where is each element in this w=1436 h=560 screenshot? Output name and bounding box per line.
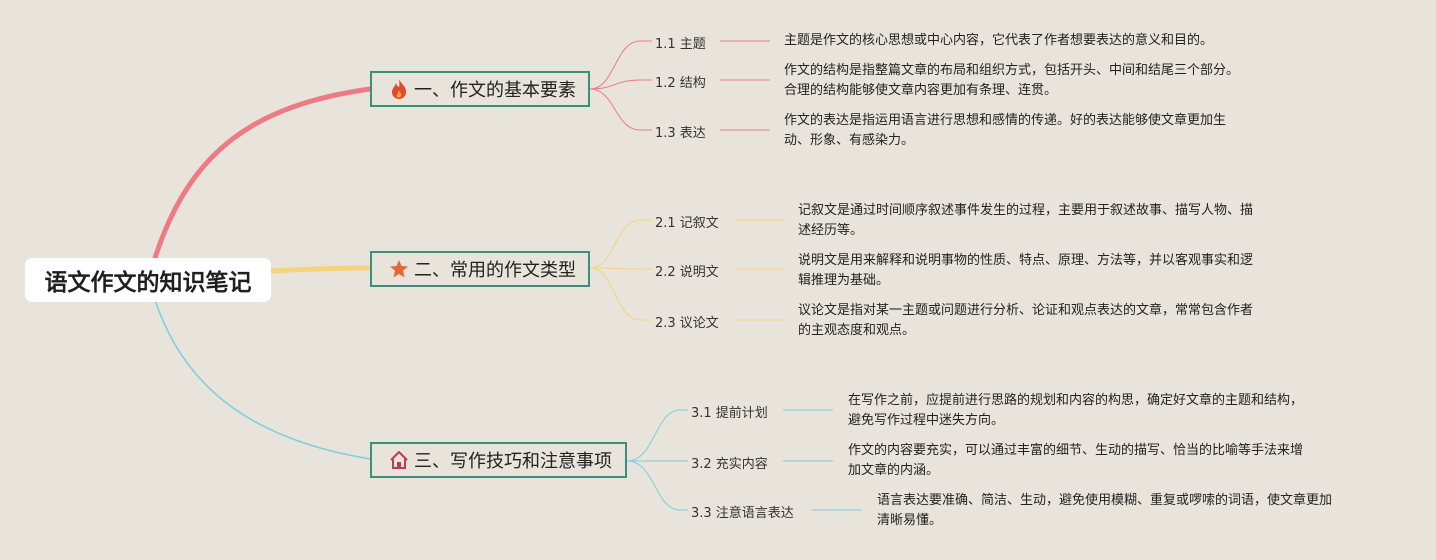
subtopic-structure[interactable]: 1.2 结构 bbox=[655, 76, 706, 91]
branch-label: 一、作文的基本要素 bbox=[414, 80, 576, 101]
description-line: 的主观态度和观点。 bbox=[798, 323, 916, 338]
subtopic-content[interactable]: 3.2 充实内容 bbox=[691, 457, 768, 472]
branch-1-to-sub-1-line bbox=[589, 40, 652, 90]
subtopic-theme[interactable]: 1.1 主题 bbox=[655, 37, 706, 52]
description-line: 记叙文是通过时间顺序叙述事件发生的过程，主要用于叙述故事、描写人物、描 bbox=[798, 203, 1254, 218]
description-line: 主题是作文的核心思想或中心内容，它代表了作者想要表达的意义和目的。 bbox=[784, 33, 1214, 48]
branch-2-to-sub-1-line bbox=[589, 219, 652, 269]
branch-2-to-sub-2-line bbox=[589, 267, 652, 270]
house-icon bbox=[388, 449, 410, 471]
description-language: 语言表达要准确、简洁、生动，避免使用模糊、重复或啰嗦的词语，使文章更加 清晰易懂… bbox=[877, 491, 1332, 531]
description-line: 加文章的内涵。 bbox=[848, 463, 940, 478]
root-to-branch-2-line bbox=[268, 265, 373, 274]
branch-writing-tips[interactable]: 三、写作技巧和注意事项 bbox=[370, 442, 627, 478]
branch-label: 三、写作技巧和注意事项 bbox=[414, 451, 612, 472]
description-line: 述经历等。 bbox=[798, 223, 864, 238]
description-line: 辑推理为基础。 bbox=[798, 273, 890, 288]
description-line: 作文的结构是指整篇文章的布局和组织方式，包括开头、中间和结尾三个部分。 bbox=[784, 63, 1240, 78]
description-theme: 主题是作文的核心思想或中心内容，它代表了作者想要表达的意义和目的。 bbox=[784, 31, 1213, 51]
star-icon bbox=[388, 258, 410, 280]
description-expression: 作文的表达是指运用语言进行思想和感情的传递。好的表达能够使文章更加生 动、形象、… bbox=[784, 111, 1226, 151]
description-expository: 说明文是用来解释和说明事物的性质、特点、原理、方法等，并以客观事实和逻 辑推理为… bbox=[798, 251, 1253, 291]
description-line: 合理的结构能够使文章内容更加有条理、连贯。 bbox=[784, 83, 1058, 98]
fire-icon bbox=[388, 78, 410, 100]
description-line: 避免写作过程中迷失方向。 bbox=[848, 413, 1005, 428]
root-node[interactable]: 语文作文的知识笔记 bbox=[25, 258, 271, 302]
description-line: 作文的表达是指运用语言进行思想和感情的传递。好的表达能够使文章更加生 bbox=[784, 113, 1227, 128]
subtopic-expository[interactable]: 2.2 说明文 bbox=[655, 265, 719, 280]
branch-basic-elements[interactable]: 一、作文的基本要素 bbox=[370, 71, 590, 107]
branch-3-to-sub-3-line bbox=[626, 460, 688, 511]
description-line: 清晰易懂。 bbox=[877, 513, 943, 528]
branch-1-to-sub-2-line bbox=[589, 79, 652, 90]
subtopic-narrative[interactable]: 2.1 记叙文 bbox=[655, 216, 719, 231]
branch-label: 二、常用的作文类型 bbox=[414, 260, 576, 281]
description-content: 作文的内容要充实，可以通过丰富的细节、生动的描写、恰当的比喻等手法来增 加文章的… bbox=[848, 441, 1303, 481]
description-line: 语言表达要准确、简洁、生动，避免使用模糊、重复或啰嗦的词语，使文章更加 bbox=[877, 493, 1333, 508]
description-line: 议论文是指对某一主题或问题进行分析、论证和观点表达的文章，常常包含作者 bbox=[798, 303, 1254, 318]
branch-2-to-sub-3-line bbox=[589, 267, 652, 321]
description-line: 作文的内容要充实，可以通过丰富的细节、生动的描写、恰当的比喻等手法来增 bbox=[848, 443, 1304, 458]
branch-3-to-sub-1-line bbox=[626, 409, 688, 462]
root-to-branch-1-line bbox=[152, 86, 373, 261]
subtopic-expression[interactable]: 1.3 表达 bbox=[655, 126, 706, 141]
description-narrative: 记叙文是通过时间顺序叙述事件发生的过程，主要用于叙述故事、描写人物、描 述经历等… bbox=[798, 201, 1253, 241]
subtopic-language[interactable]: 3.3 注意语言表达 bbox=[691, 506, 794, 521]
root-to-branch-3-line bbox=[154, 299, 371, 460]
description-structure: 作文的结构是指整篇文章的布局和组织方式，包括开头、中间和结尾三个部分。 合理的结… bbox=[784, 61, 1239, 101]
subtopic-argumentative[interactable]: 2.3 议论文 bbox=[655, 316, 719, 331]
description-line: 动、形象、有感染力。 bbox=[784, 133, 915, 148]
root-title: 语文作文的知识笔记 bbox=[44, 270, 252, 296]
branch-1-to-sub-3-line bbox=[589, 88, 652, 131]
branch-essay-types[interactable]: 二、常用的作文类型 bbox=[370, 251, 590, 287]
description-planning: 在写作之前，应提前进行思路的规划和内容的构思，确定好文章的主题和结构， 避免写作… bbox=[848, 391, 1303, 431]
subtopic-planning[interactable]: 3.1 提前计划 bbox=[691, 406, 768, 421]
description-argumentative: 议论文是指对某一主题或问题进行分析、论证和观点表达的文章，常常包含作者 的主观态… bbox=[798, 301, 1253, 341]
description-line: 在写作之前，应提前进行思路的规划和内容的构思，确定好文章的主题和结构， bbox=[848, 393, 1304, 408]
description-line: 说明文是用来解释和说明事物的性质、特点、原理、方法等，并以客观事实和逻 bbox=[798, 253, 1254, 268]
